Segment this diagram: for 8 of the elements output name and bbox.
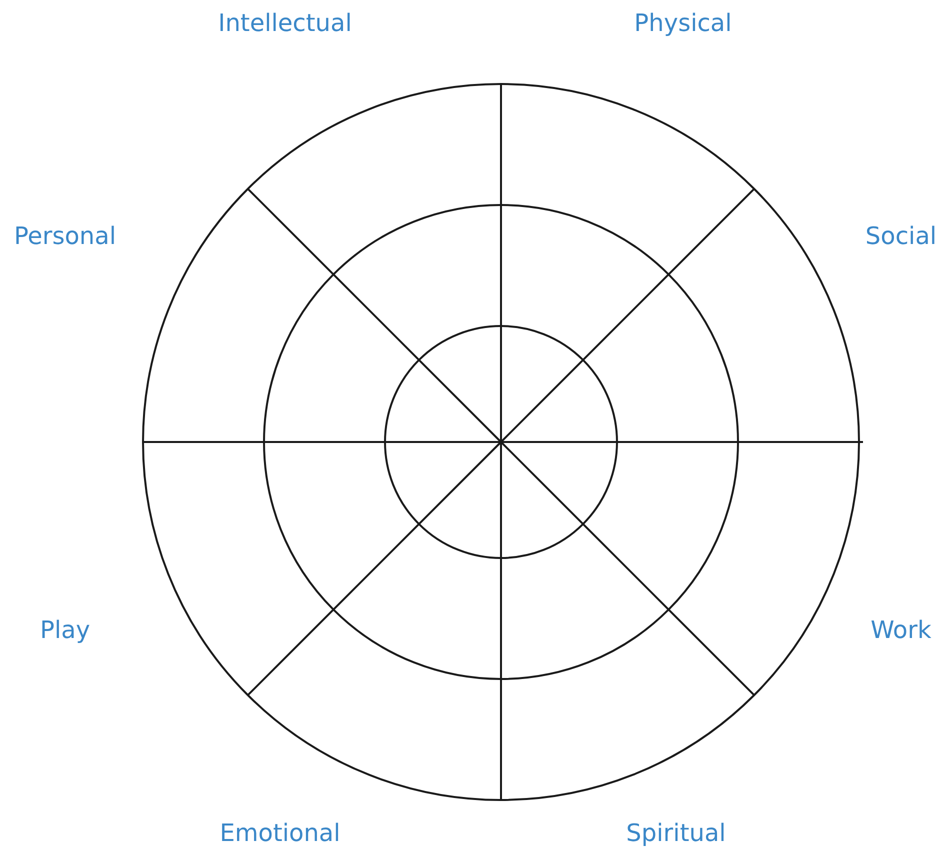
segment-label: Spiritual <box>626 819 726 847</box>
segment-label: Work <box>870 616 932 644</box>
segment-label: Social <box>865 222 937 250</box>
segment-label: Physical <box>634 9 732 37</box>
segment-label: Emotional <box>220 819 340 847</box>
segment-label: Personal <box>14 222 116 250</box>
segment-label: Intellectual <box>218 9 352 37</box>
segment-label: Play <box>40 616 90 644</box>
